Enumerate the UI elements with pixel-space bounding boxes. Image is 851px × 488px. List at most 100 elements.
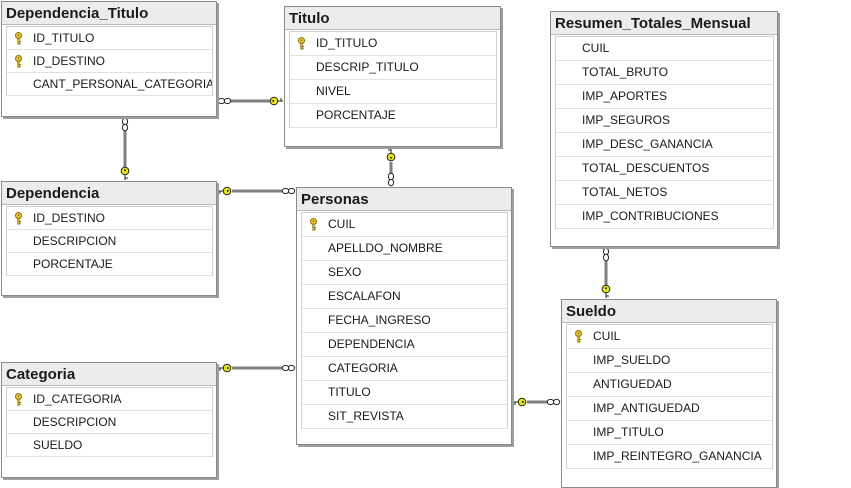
column-name: CUIL	[328, 217, 356, 231]
column-row[interactable]: ID_TITULO	[290, 32, 496, 56]
column-name: PORCENTAJE	[316, 108, 396, 122]
column-name: ANTIGUEDAD	[593, 377, 672, 391]
column-name: ID_DESTINO	[33, 211, 106, 225]
column-list: ID_CATEGORIA DESCRIPCION SUELDO	[6, 387, 213, 457]
column-row[interactable]: CATEGORIA	[302, 357, 507, 381]
column-row[interactable]: DEPENDENCIA	[302, 333, 507, 357]
relationship-line	[389, 162, 393, 174]
relationship-line	[604, 261, 608, 286]
column-name: IMP_REINTEGRO_GANANCIA	[593, 449, 762, 463]
column-name: TOTAL_NETOS	[582, 185, 668, 199]
column-list: ID_TITULO ID_DESTINO CANT_PERSONAL_CATEGOR…	[6, 26, 213, 96]
primary-key-icon	[15, 393, 22, 406]
column-name: IMP_TITULO	[593, 425, 664, 439]
column-row[interactable]: DESCRIPCION	[7, 230, 212, 253]
column-name: ID_DESTINO	[33, 54, 106, 68]
column-name: ID_TITULO	[33, 31, 95, 45]
relationship-one-key-icon	[601, 284, 611, 298]
column-name: DEPENDENCIA	[328, 337, 415, 351]
table-title: Dependencia_Titulo	[2, 2, 216, 25]
column-row[interactable]: IMP_SEGUROS	[556, 109, 773, 133]
primary-key-icon	[15, 32, 22, 45]
table-title: Titulo	[285, 7, 500, 30]
column-row[interactable]: ID_CATEGORIA	[7, 388, 212, 411]
column-name: DESCRIPCION	[33, 415, 117, 429]
column-name: IMP_ANTIGUEDAD	[593, 401, 700, 415]
column-row[interactable]: ID_DESTINO	[7, 50, 212, 73]
column-row[interactable]: CANT_PERSONAL_CATEGORIA	[7, 73, 212, 96]
column-row[interactable]: PORCENTAJE	[7, 253, 212, 276]
column-list: CUIL IMP_SUELDO ANTIGUEDAD IMP_ANTIGUEDAD IM…	[566, 324, 773, 469]
relationship-one-key-icon	[269, 96, 283, 106]
column-row[interactable]: NIVEL	[290, 80, 496, 104]
relationship-line	[232, 366, 282, 370]
relationship-many-infinity-icon	[281, 187, 296, 195]
primary-key-icon	[15, 55, 22, 68]
column-row[interactable]: IMP_ANTIGUEDAD	[567, 397, 772, 421]
column-row[interactable]: DESCRIP_TITULO	[290, 56, 496, 80]
column-name: CATEGORIA	[328, 361, 398, 375]
table-title: Dependencia	[2, 182, 216, 205]
table-dependencia[interactable]: Dependencia ID_DESTINO DESCRIPCION PORCENT…	[1, 181, 217, 296]
relationship-many-infinity-icon	[387, 172, 395, 187]
column-name: APELLDO_NOMBRE	[328, 241, 443, 255]
column-name: SUELDO	[33, 438, 83, 452]
column-list: CUIL APELLDO_NOMBRE SEXO ESCALAFON FECHA_ING…	[301, 212, 508, 429]
column-row[interactable]: IMP_CONTRIBUCIONES	[556, 205, 773, 229]
column-row[interactable]: IMP_APORTES	[556, 85, 773, 109]
table-dependencia-titulo[interactable]: Dependencia_Titulo ID_TITULO ID_DESTINO CA…	[1, 1, 217, 117]
column-list: ID_DESTINO DESCRIPCION PORCENTAJE	[6, 206, 213, 276]
column-row[interactable]: TOTAL_BRUTO	[556, 61, 773, 85]
column-row[interactable]: SUELDO	[7, 434, 212, 457]
column-name: ID_TITULO	[316, 36, 378, 50]
primary-key-icon	[310, 218, 317, 231]
relationship-many-infinity-icon	[602, 247, 610, 262]
column-row[interactable]: TOTAL_DESCUENTOS	[556, 157, 773, 181]
column-row[interactable]: CUIL	[302, 213, 507, 237]
column-name: DESCRIP_TITULO	[316, 60, 419, 74]
column-row[interactable]: CUIL	[556, 37, 773, 61]
column-name: TITULO	[328, 385, 371, 399]
relationship-one-key-icon	[386, 148, 396, 162]
column-name: FECHA_INGRESO	[328, 313, 431, 327]
column-row[interactable]: SIT_REVISTA	[302, 405, 507, 429]
column-row[interactable]: ANTIGUEDAD	[567, 373, 772, 397]
column-row[interactable]: ID_TITULO	[7, 27, 212, 50]
column-row[interactable]: DESCRIPCION	[7, 411, 212, 434]
relationship-many-infinity-icon	[281, 364, 296, 372]
column-row[interactable]: IMP_REINTEGRO_GANANCIA	[567, 445, 772, 469]
column-row[interactable]: ID_DESTINO	[7, 207, 212, 230]
column-name: SEXO	[328, 265, 362, 279]
column-name: IMP_SEGUROS	[582, 113, 671, 127]
table-sueldo[interactable]: Sueldo CUIL IMP_SUELDO ANTIGUEDAD IMP_ANTIG…	[561, 299, 777, 488]
relationship-one-key-icon	[218, 186, 232, 196]
column-row[interactable]: IMP_SUELDO	[567, 349, 772, 373]
relationship-line	[232, 189, 282, 193]
relationship-many-infinity-icon	[121, 117, 129, 132]
column-row[interactable]: PORCENTAJE	[290, 104, 496, 128]
relationship-one-key-icon	[218, 363, 232, 373]
column-row[interactable]: APELLDO_NOMBRE	[302, 237, 507, 261]
relationship-many-infinity-icon	[217, 97, 232, 105]
column-row[interactable]: TOTAL_NETOS	[556, 181, 773, 205]
column-row[interactable]: CUIL	[567, 325, 772, 349]
column-name: CANT_PERSONAL_CATEGORIA	[33, 77, 212, 91]
primary-key-icon	[298, 37, 305, 50]
column-row[interactable]: SEXO	[302, 261, 507, 285]
table-titulo[interactable]: Titulo ID_TITULO DESCRIP_TITULO NIVEL PORCE…	[284, 6, 501, 147]
column-row[interactable]: IMP_DESC_GANANCIA	[556, 133, 773, 157]
column-name: CUIL	[582, 41, 610, 55]
column-name: TOTAL_DESCUENTOS	[582, 161, 710, 175]
column-name: CUIL	[593, 329, 621, 343]
column-name: DESCRIPCION	[33, 234, 117, 248]
column-row[interactable]: ESCALAFON	[302, 285, 507, 309]
column-row[interactable]: TITULO	[302, 381, 507, 405]
column-row[interactable]: IMP_TITULO	[567, 421, 772, 445]
table-title: Sueldo	[562, 300, 776, 323]
column-row[interactable]: FECHA_INGRESO	[302, 309, 507, 333]
relationship-line	[231, 99, 270, 103]
